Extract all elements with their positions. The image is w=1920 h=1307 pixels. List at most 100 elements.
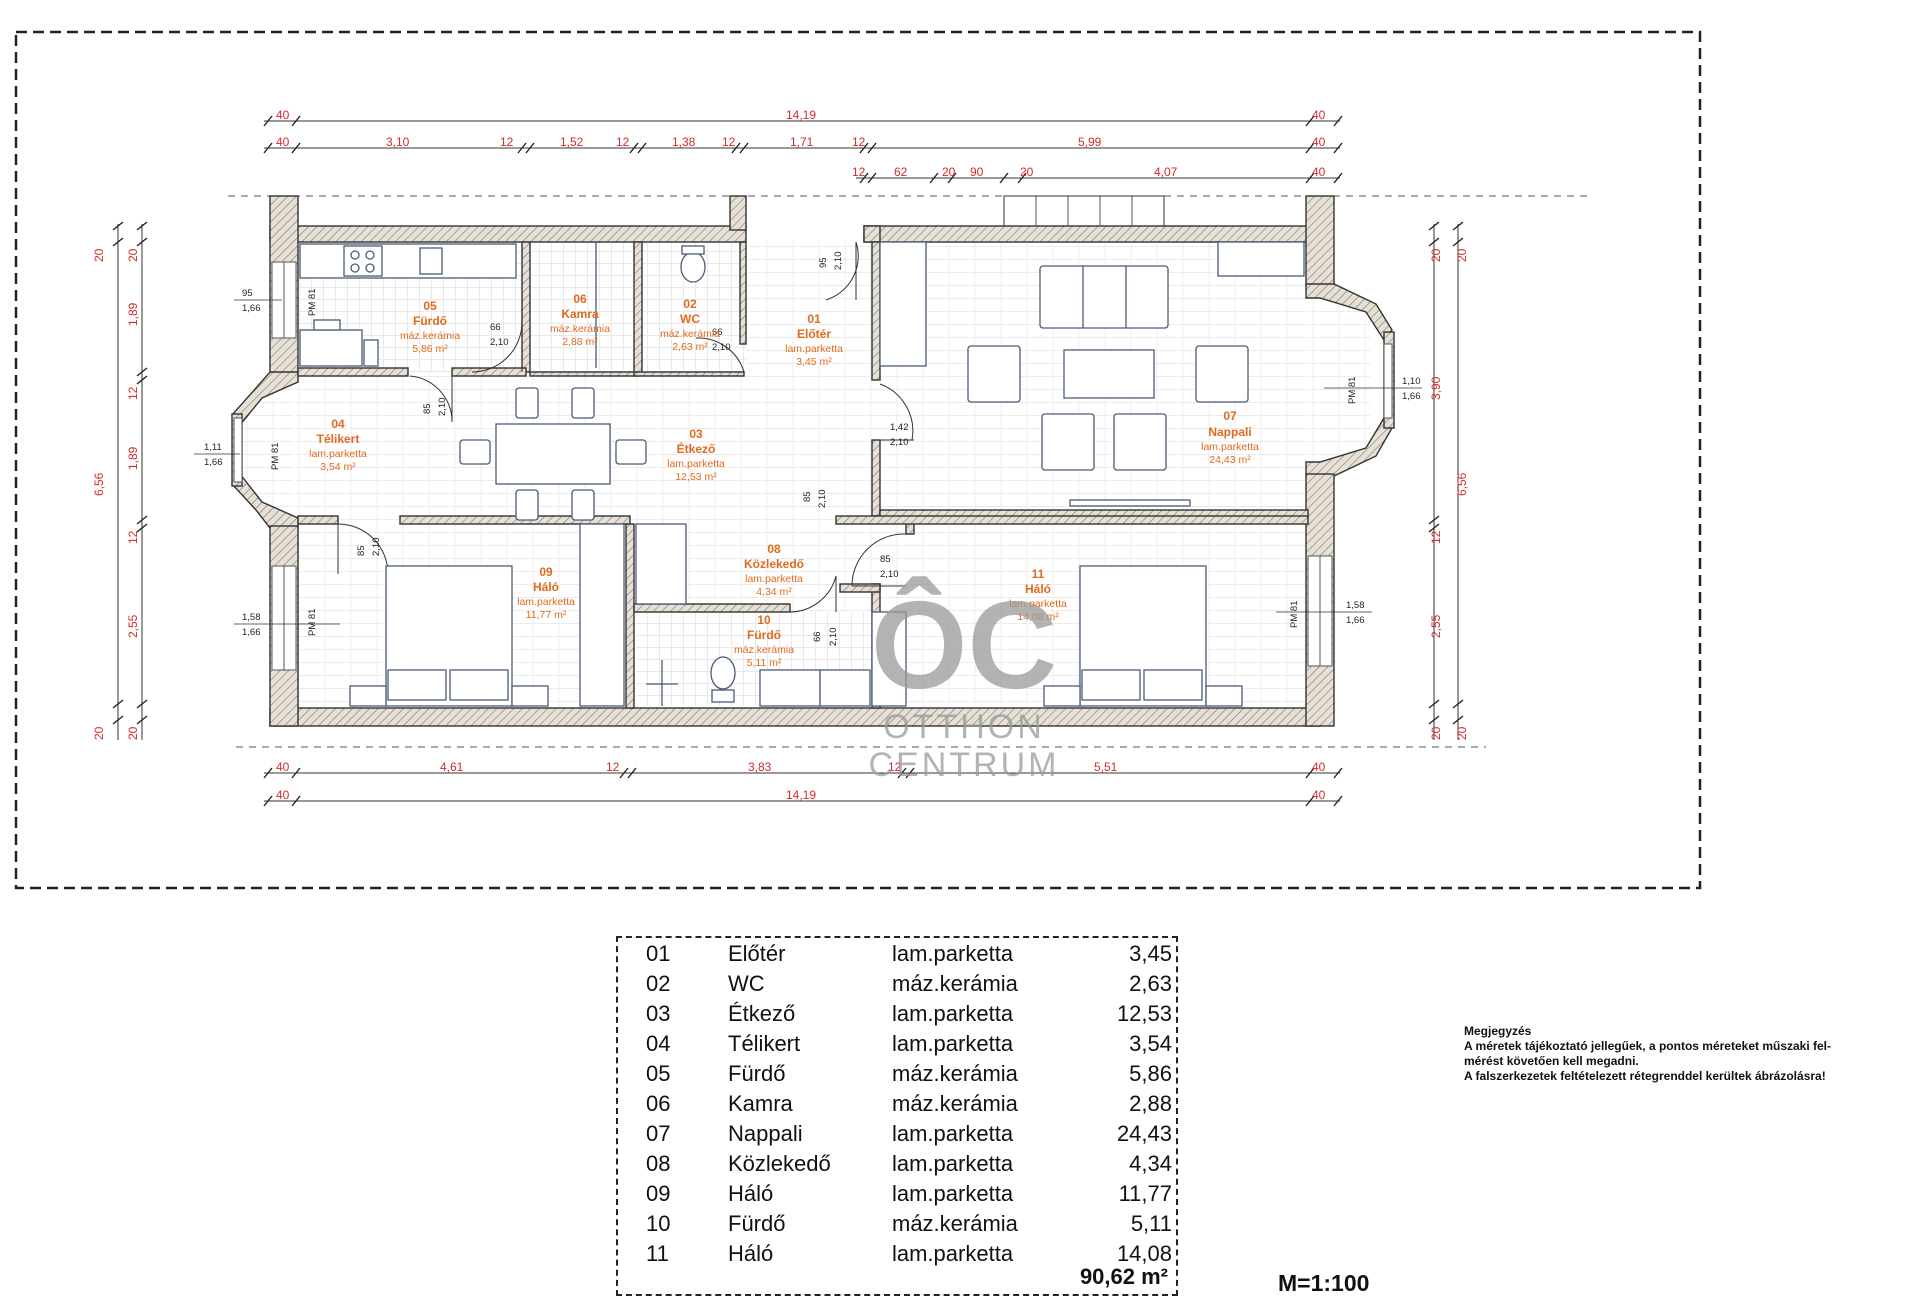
dim-left-outer: 6,56 <box>92 472 106 496</box>
door-label: 66 <box>490 322 501 333</box>
room-area-cell: 5,86 <box>1129 1061 1172 1086</box>
room-id-cell: 03 <box>646 1001 671 1026</box>
room-label-01: 01 Előtér lam.parketta 3,45 m² <box>785 312 843 368</box>
room-material: lam.parketta <box>1201 441 1259 453</box>
room-area-cell: 24,43 <box>1116 1121 1172 1146</box>
dim-top-total-right: 40 <box>1312 108 1326 122</box>
dim-bottom-seg: 40 <box>1312 760 1326 774</box>
dim-right-outer: 6,56 <box>1455 472 1469 496</box>
room-number: 11 <box>1032 567 1045 581</box>
door-label: 2,10 <box>828 628 839 647</box>
dim-left-inner: 2,55 <box>126 614 140 638</box>
watermark-line1: OTTHON <box>883 708 1045 746</box>
room-number: 07 <box>1223 409 1237 423</box>
room-name: Közlekedő <box>744 557 804 571</box>
room-area: 24,43 m² <box>1209 454 1251 466</box>
room-name: Fürdő <box>413 314 447 328</box>
dim-left-inner: 1,89 <box>126 446 140 470</box>
door-label: 1,42 <box>890 422 909 433</box>
opening-label: 1,58 <box>242 612 261 623</box>
door-labels: 66 2,10 66 2,10 95 2,10 85 2,10 1,42 2,1… <box>356 252 909 647</box>
opening-label: 1,58 <box>1346 600 1365 611</box>
room-material: máz.kerámia <box>660 328 720 340</box>
room-area: 5,11 m² <box>747 657 782 669</box>
opening-type: PM 81 <box>307 289 318 316</box>
room-material-cell: lam.parketta <box>892 941 1014 966</box>
note-block: Megjegyzés A méretek tájékoztató jellegű… <box>1464 1024 1904 1084</box>
dimension-lines <box>117 120 1459 802</box>
room-label-07: 07 Nappali lam.parketta 24,43 m² <box>1201 409 1259 466</box>
room-number: 02 <box>683 297 697 311</box>
dim-left-outer: 20 <box>92 248 106 262</box>
room-area: 4,34 m² <box>756 586 792 598</box>
dim-top-seg: 12 <box>500 135 514 149</box>
room-number: 06 <box>573 292 587 306</box>
room-name-cell: Háló <box>728 1241 774 1266</box>
opening-type: PM 81 <box>270 443 281 470</box>
room-name: Kamra <box>561 307 599 321</box>
watermark-line2: CENTRUM <box>869 746 1060 784</box>
room-material: máz.kerámia <box>550 323 610 335</box>
dim-top-third: 90 <box>970 165 984 179</box>
room-material: lam.parketta <box>745 573 803 585</box>
dim-left-inner: 1,89 <box>126 302 140 326</box>
furniture <box>299 241 1305 707</box>
room-label-06: 06 Kamra máz.kerámia 2,88 m² <box>550 292 610 348</box>
opening-label: 1,10 <box>1402 376 1421 387</box>
door-label: 2,10 <box>890 437 909 448</box>
room-material-cell: lam.parketta <box>892 1121 1014 1146</box>
window-label-text: 95 1,66 PM 81 1,11 1,66 PM 81 1,58 1,66 … <box>204 288 1421 638</box>
opening-label: 1,66 <box>204 457 223 468</box>
room-area-cell: 12,53 <box>1116 1001 1172 1026</box>
dim-top-total-left: 40 <box>276 108 290 122</box>
room-area-cell: 2,63 <box>1129 971 1172 996</box>
room-name: Nappali <box>1208 425 1251 439</box>
dim-top-total: 14,19 <box>786 108 816 122</box>
dim-left-inner: 12 <box>126 386 140 400</box>
note-line: mérést követően kell megadni. <box>1464 1054 1639 1068</box>
room-area-cell: 2,88 <box>1129 1091 1172 1116</box>
room-label-04: 04 Télikert lam.parketta 3,54 m² <box>309 417 367 473</box>
room-area-cell: 4,34 <box>1129 1151 1172 1176</box>
opening-label: 1,11 <box>204 442 222 453</box>
dim-top-seg: 1,71 <box>790 135 814 149</box>
dim-top-seg: 40 <box>276 135 290 149</box>
room-number: 04 <box>331 417 345 431</box>
room-number: 05 <box>423 299 437 313</box>
room-name: Háló <box>533 580 559 594</box>
dim-bottom-seg: 4,61 <box>440 760 464 774</box>
room-material: máz.kerámia <box>734 644 794 656</box>
door-label: 85 <box>356 545 367 556</box>
room-number: 08 <box>767 542 781 556</box>
room-material: lam.parketta <box>1009 598 1067 610</box>
room-area-cell: 3,54 <box>1129 1031 1172 1056</box>
note-line: A falszerkezetek feltételezett rétegrend… <box>1464 1069 1826 1083</box>
room-name: Háló <box>1025 582 1051 596</box>
opening-label: 1,66 <box>1346 615 1365 626</box>
dim-right-outer: 20 <box>1455 726 1469 740</box>
door-label: 95 <box>818 257 829 268</box>
room-labels: 01 Előtér lam.parketta 3,45 m² 02 WC máz… <box>309 292 1259 669</box>
room-name: Étkező <box>677 441 716 456</box>
room-name-cell: Kamra <box>728 1091 793 1116</box>
room-name-cell: WC <box>728 971 765 996</box>
dim-right-inner: 20 <box>1429 726 1443 740</box>
dim-bottom-seg: 12 <box>888 760 902 774</box>
room-name: Fürdő <box>747 628 781 642</box>
room-label-10: 10 Fürdő máz.kerámia 5,11 m² <box>734 613 794 669</box>
dim-top-seg: 40 <box>1312 135 1326 149</box>
room-area: 2,88 m² <box>562 336 598 348</box>
dim-top-seg: 12 <box>852 135 866 149</box>
dim-bottom-total: 14,19 <box>786 788 816 802</box>
opening-type: PM 81 <box>307 609 318 636</box>
room-name: Előtér <box>797 327 831 341</box>
dim-top-seg: 1,52 <box>560 135 584 149</box>
opening-type: PM 81 <box>1289 601 1300 628</box>
door-label: 2,10 <box>371 538 382 557</box>
